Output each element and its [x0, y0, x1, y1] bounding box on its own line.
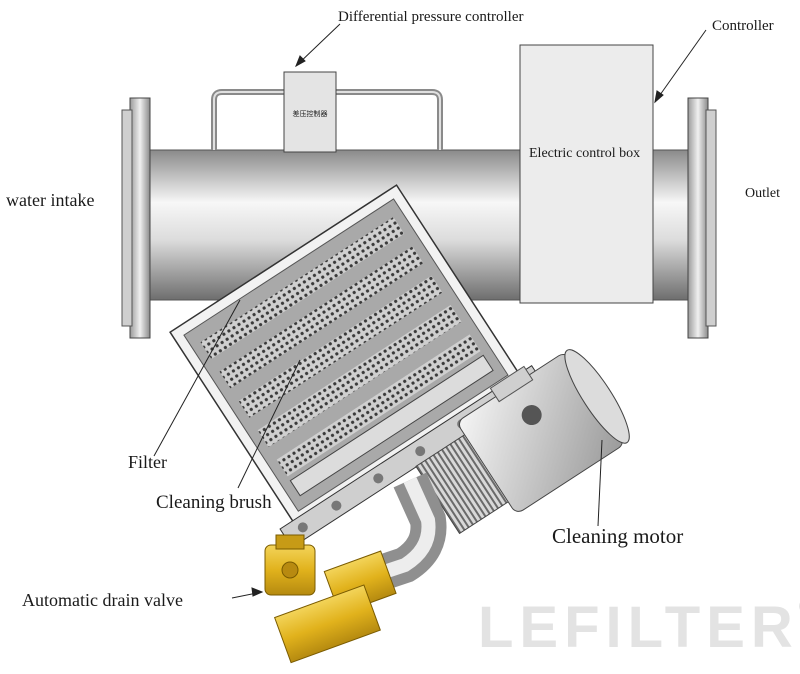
- drain-pipe: [354, 472, 447, 598]
- watermark-logo: LEFILTER®: [478, 594, 800, 661]
- label-filter: Filter: [128, 452, 167, 472]
- watermark-text: LEFILTER: [478, 595, 799, 660]
- label-cleaning-brush: Cleaning brush: [156, 492, 272, 513]
- cleaning-brush-shaft: [289, 354, 494, 497]
- registered-mark: ®: [799, 594, 800, 619]
- dp-plate-text: 差压控制器: [293, 109, 328, 118]
- label-outlet: Outlet: [745, 186, 780, 201]
- label-controller: Controller: [712, 18, 774, 34]
- differential-pressure-controller: 差压控制器: [283, 71, 337, 153]
- inlet-flange: [129, 97, 151, 339]
- label-electric-control-box: Electric control box: [529, 146, 641, 161]
- leader-lines: [153, 23, 707, 599]
- label-cleaning-motor: Cleaning motor: [552, 524, 684, 548]
- automatic-drain-valve: [264, 534, 397, 664]
- electric-control-box: [519, 44, 654, 304]
- label-differential-pressure-controller: Differential pressure controller: [338, 9, 524, 25]
- filter-screen: [200, 216, 405, 360]
- label-automatic-drain-valve: Automatic drain valve: [22, 590, 183, 610]
- outlet-flange: [687, 97, 709, 339]
- label-water-intake: water intake: [6, 190, 95, 210]
- cleaning-motor: [415, 349, 630, 535]
